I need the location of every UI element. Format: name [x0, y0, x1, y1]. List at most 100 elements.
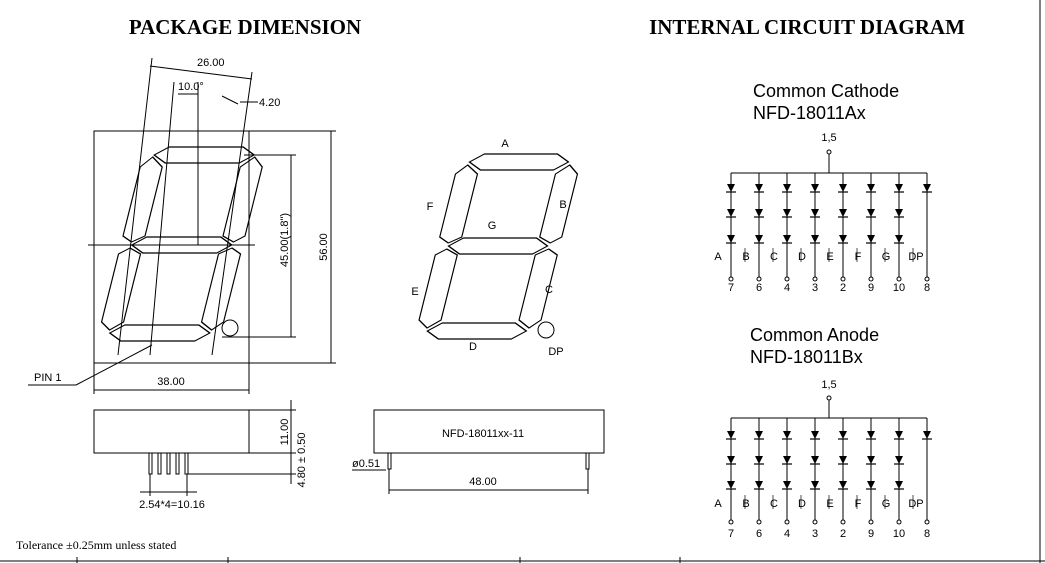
anode-pin-terminal	[784, 519, 790, 525]
pin1-leader	[75, 344, 153, 386]
anode-segment-label: D	[798, 498, 806, 510]
anode-led-c-3	[783, 481, 791, 489]
segment-label-view: A B C D E F G DP	[411, 138, 579, 358]
anode-led-b-1	[755, 431, 763, 439]
cathode-branch-b: B6	[742, 173, 774, 294]
anode-segment-label: G	[882, 498, 891, 510]
anode-led-c-2	[783, 456, 791, 464]
seg-label-a: A	[501, 138, 509, 150]
cathode-led-f-1	[867, 184, 875, 192]
cathode-branch-f: F9	[855, 173, 886, 294]
cathode-segment-label: C	[770, 251, 778, 263]
seg-label-dp: DP	[548, 346, 563, 358]
cathode-branch-e: E2	[826, 173, 858, 294]
anode-led-c-1	[783, 431, 791, 439]
anode-led-d-2	[811, 456, 819, 464]
anode-led-f-1	[867, 431, 875, 439]
cathode-led-e-1	[839, 184, 847, 192]
cathode-branch-c: C4	[770, 173, 802, 294]
anode-led-b-3	[755, 481, 763, 489]
part-number-label: NFD-18011xx-11	[442, 428, 524, 440]
package-dimension-heading: PACKAGE DIMENSION	[129, 15, 361, 39]
anode-led-a-3	[727, 481, 735, 489]
cathode-branch-g: G 10	[882, 173, 914, 294]
anode-pin-terminal	[728, 519, 734, 525]
anode-led-g-2	[895, 456, 903, 464]
cathode-pin-terminal	[812, 276, 818, 282]
anode-branch-e: E2	[826, 418, 858, 540]
anode-branch-g: G 10	[882, 418, 914, 540]
anode-led-e-1	[839, 431, 847, 439]
anode-pin-number: 2	[840, 528, 846, 540]
anode-pin-terminal	[924, 519, 930, 525]
cathode-led-a-1	[727, 184, 735, 192]
slant-extension-right	[211, 71, 253, 356]
anode-model: NFD-18011Bx	[750, 347, 863, 367]
front-digit	[100, 146, 263, 342]
anode-pin-terminal	[840, 519, 846, 525]
seg-label-d: D	[469, 341, 477, 353]
dim-body-height: 11.00	[279, 419, 291, 446]
anode-led-e-3	[839, 481, 847, 489]
cathode-led-f-2	[867, 209, 875, 217]
cathode-led-c-3	[783, 235, 791, 243]
dim-pin-pitch: 2.54*4=10.16	[139, 499, 205, 511]
anode-common-terminal	[826, 395, 832, 401]
cathode-segment-label: D	[798, 251, 806, 263]
anode-segment-label: A	[714, 498, 722, 510]
dim-bottom-width: 48.00	[469, 476, 497, 488]
anode-branch-b: B6	[742, 418, 774, 540]
dim-total-height: 56.00	[318, 233, 330, 261]
front-dp-dot	[221, 319, 239, 337]
seg-label-e: E	[411, 286, 418, 298]
cathode-pin-number: 8	[924, 282, 930, 294]
bottom-body-outline	[373, 409, 605, 454]
dim-pin-diameter: ø0.51	[352, 458, 380, 470]
anode-led-dp-1	[923, 431, 931, 439]
bottom-pin-right	[585, 452, 590, 470]
anode-led-f-3	[867, 481, 875, 489]
anode-pin-number: 10	[893, 528, 905, 540]
slant-extension-left	[117, 57, 153, 356]
cathode-led-g-1	[895, 184, 903, 192]
side-view: 11.00 4.80 ± 0.50 2.54*4=10.16	[93, 400, 308, 511]
cathode-led-g-3	[895, 235, 903, 243]
cathode-pin-number: 10	[893, 282, 905, 294]
segment-digit	[418, 153, 579, 340]
anode-branch-d: D3	[798, 418, 830, 540]
common-cathode-circuit: Common Cathode NFD-18011Ax 1,5 A7B6C4D3E…	[714, 81, 932, 294]
center-line-slant	[149, 81, 175, 356]
anode-segment-label: E	[826, 498, 833, 510]
cathode-common-pins: 1,5	[821, 132, 836, 144]
cathode-led-e-3	[839, 235, 847, 243]
anode-led-g-3	[895, 481, 903, 489]
front-body-outline	[93, 130, 250, 364]
anode-pin-number: 4	[784, 528, 790, 540]
cathode-pin-terminal	[784, 276, 790, 282]
anode-segment-label: F	[855, 498, 862, 510]
dim-total-width: 38.00	[157, 376, 185, 388]
seg-label-c: C	[545, 284, 553, 296]
anode-branch-f: F9	[855, 418, 886, 540]
anode-led-b-2	[755, 456, 763, 464]
anode-pin-terminal	[756, 519, 762, 525]
anode-led-d-1	[811, 431, 819, 439]
dim-pin-length: 4.80 ± 0.50	[296, 433, 308, 488]
cathode-led-a-3	[727, 235, 735, 243]
front-view: 26.00 10.0° 4.20 45.00(1.8") 56.00 38.00…	[28, 57, 336, 394]
cathode-pin-terminal	[868, 276, 874, 282]
anode-pin-number: 3	[812, 528, 818, 540]
dim-top-width-line	[149, 65, 253, 80]
cathode-led-c-1	[783, 184, 791, 192]
anode-title: Common Anode	[750, 325, 879, 345]
cathode-pin-terminal	[896, 276, 902, 282]
cathode-led-d-3	[811, 235, 819, 243]
anode-led-a-1	[727, 431, 735, 439]
seg-label-f: F	[427, 201, 434, 213]
cathode-segment-label: G	[882, 251, 891, 263]
seg-label-g: G	[488, 220, 497, 232]
side-body-outline	[93, 409, 250, 454]
